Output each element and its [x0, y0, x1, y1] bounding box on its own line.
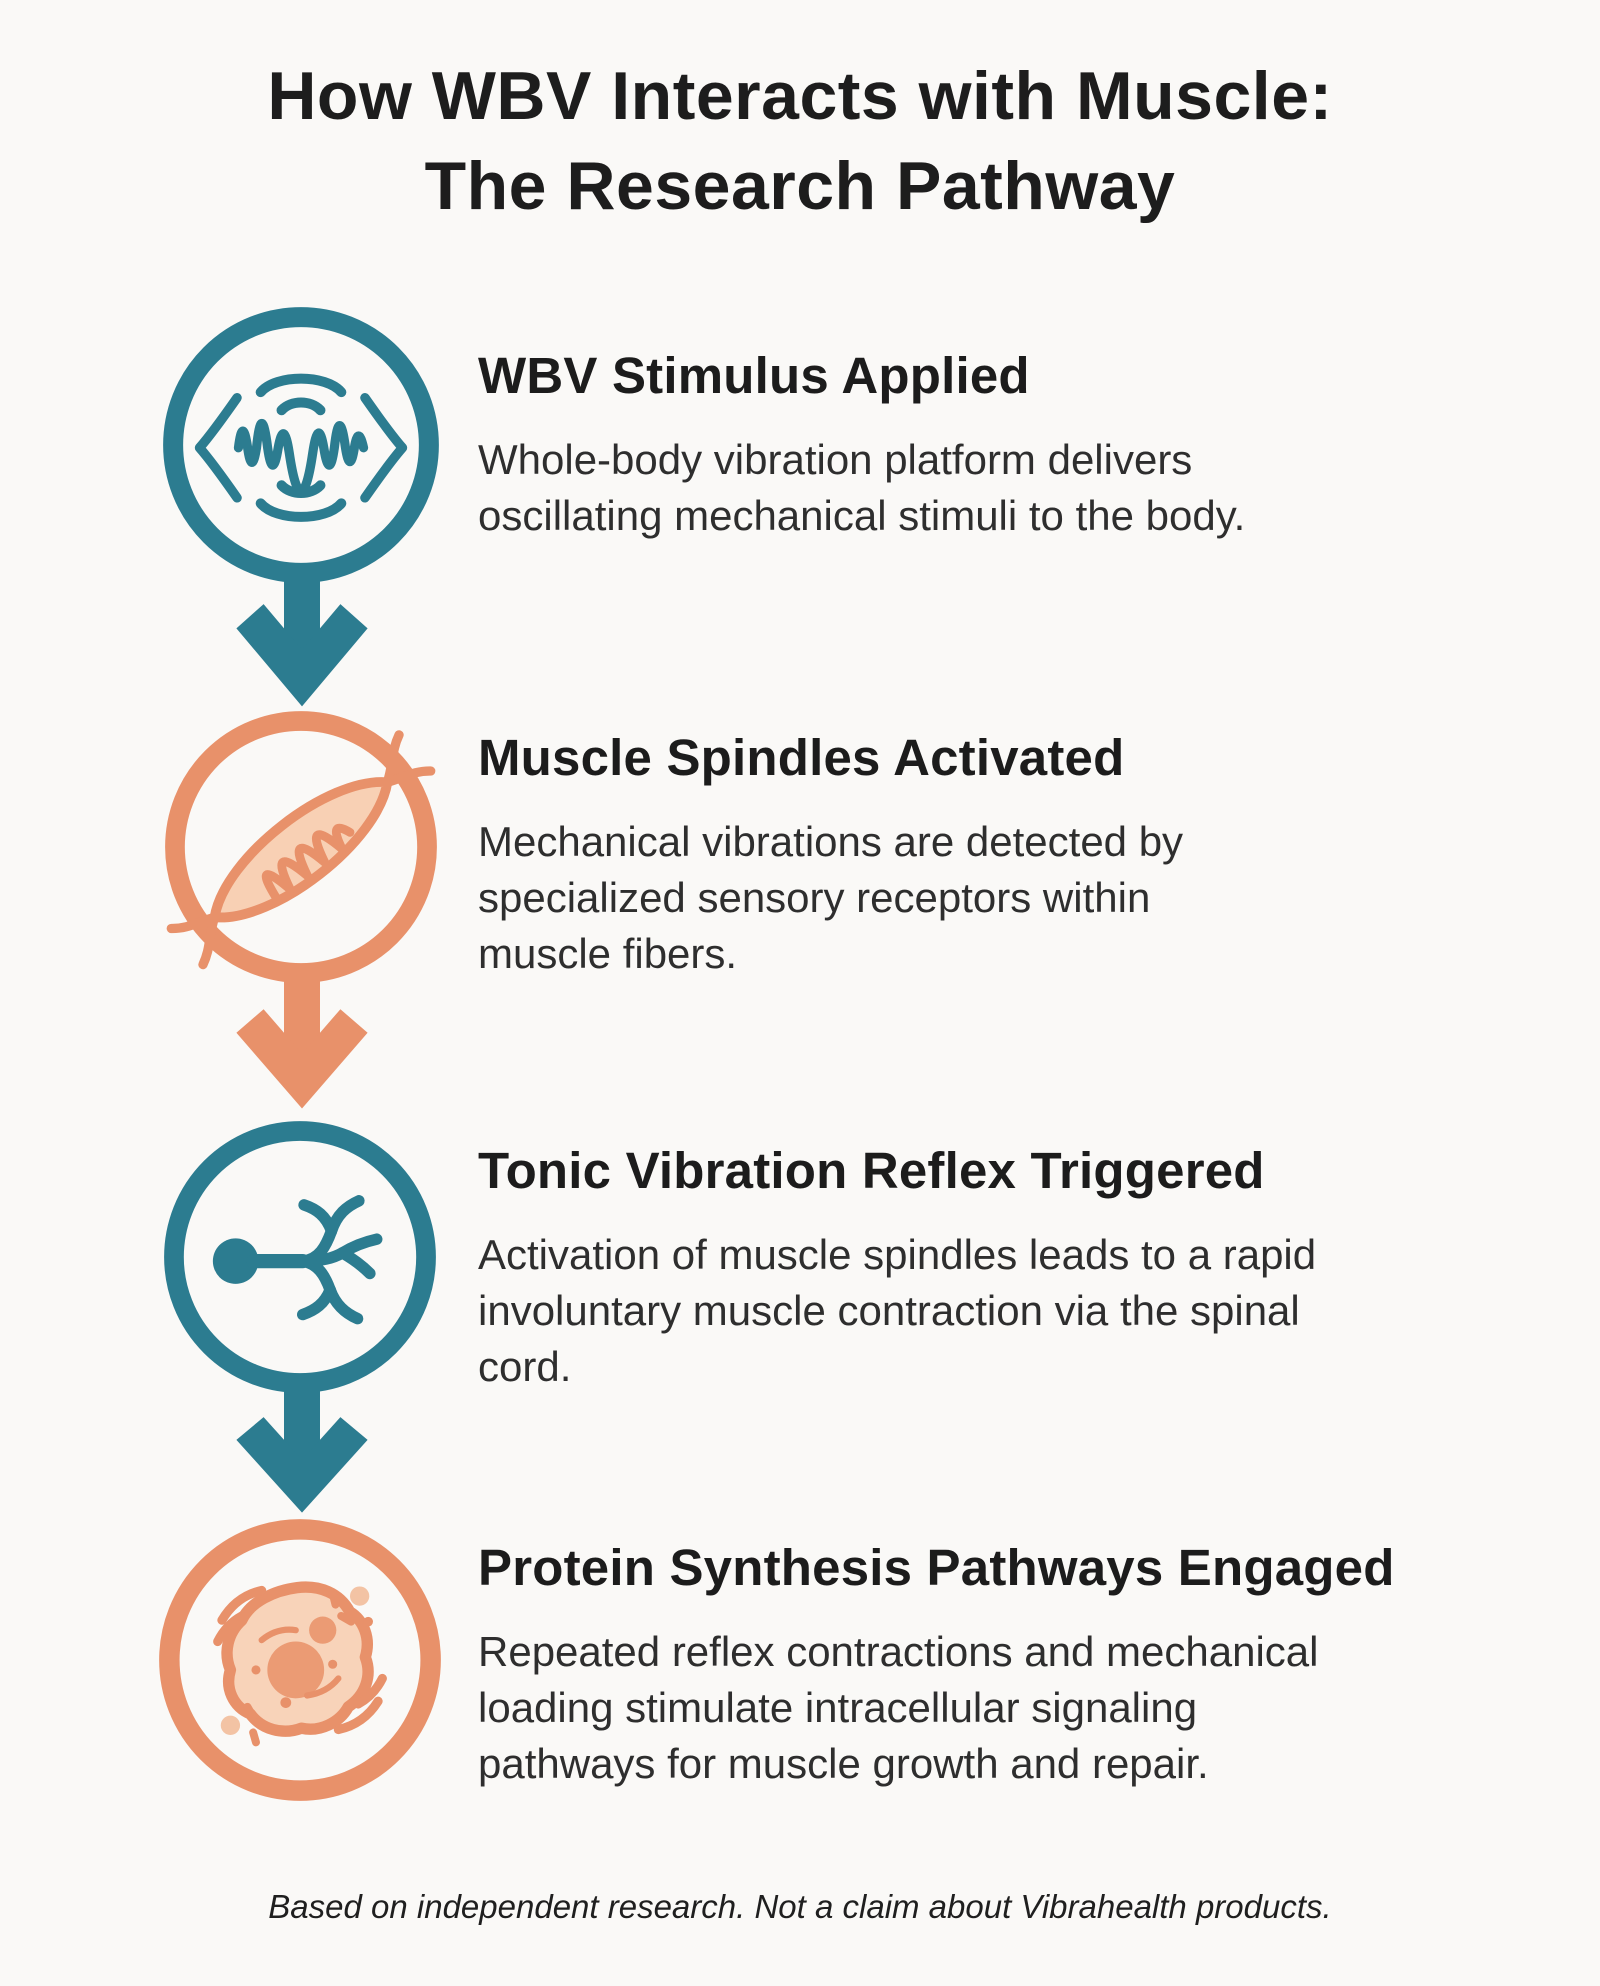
step-4-text: Protein Synthesis Pathways Engaged Repea… — [478, 1538, 1395, 1792]
down-arrow-icon — [236, 1390, 368, 1513]
step-2-text: Muscle Spindles Activated Mechanical vib… — [478, 728, 1258, 982]
step-2-description: Mechanical vibrations are detected by sp… — [478, 818, 1184, 977]
step-2-icon-circle — [164, 710, 438, 984]
down-arrow-icon — [236, 575, 368, 707]
muscle-spindle-icon — [165, 711, 437, 983]
step-3-title: Tonic Vibration Reflex Triggered — [478, 1142, 1265, 1199]
step-1-description: Whole-body vibration platform delivers o… — [478, 436, 1246, 539]
step-3-icon-circle — [163, 1120, 437, 1394]
flow-arrow-down-3 — [236, 1390, 368, 1517]
step-3-text: Tonic Vibration Reflex Triggered Activat… — [478, 1141, 1368, 1395]
flow-arrow-down-2 — [236, 981, 368, 1113]
flow-arrow-down-1 — [236, 575, 368, 711]
cell-icon — [159, 1519, 441, 1801]
disclaimer-text: Based on independent research. Not a cla… — [268, 1888, 1332, 1925]
page-title: How WBV Interacts with Muscle: The Resear… — [0, 52, 1600, 232]
step-2-title: Muscle Spindles Activated — [478, 729, 1125, 786]
page-title-line1: How WBV Interacts with Muscle: — [267, 58, 1333, 134]
step-4-title: Protein Synthesis Pathways Engaged — [478, 1539, 1395, 1596]
step-1-title: WBV Stimulus Applied — [478, 347, 1030, 404]
down-arrow-icon — [236, 981, 368, 1109]
step-1-text: WBV Stimulus Applied Whole-body vibratio… — [478, 346, 1378, 544]
step-1-icon-circle — [162, 306, 440, 584]
step-4-icon-circle — [158, 1518, 442, 1802]
step-4-description: Repeated reflex contractions and mechani… — [478, 1628, 1319, 1787]
step-3-description: Activation of muscle spindles leads to a… — [478, 1231, 1317, 1390]
neuron-icon — [164, 1121, 436, 1393]
page-title-line2: The Research Pathway — [424, 147, 1176, 224]
vibration-waveform-icon — [163, 307, 439, 583]
